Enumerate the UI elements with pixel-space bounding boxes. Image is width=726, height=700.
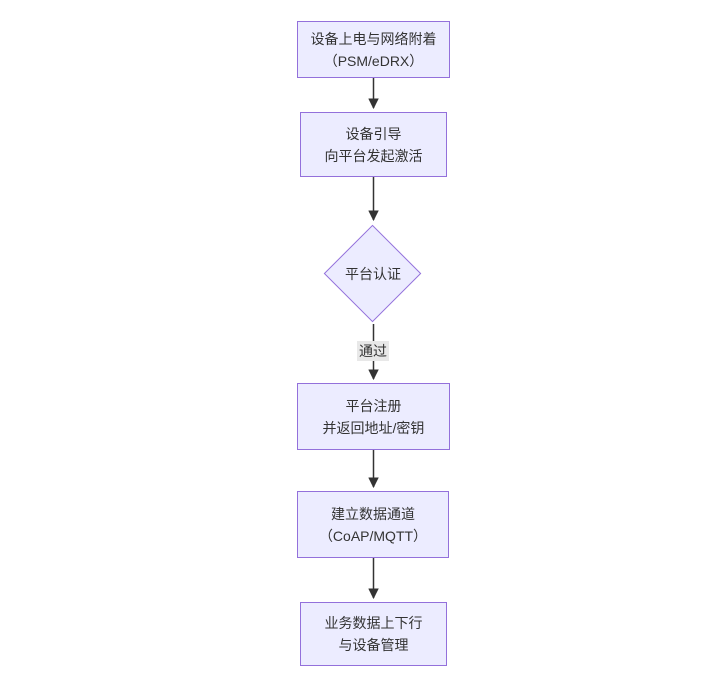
node-platform-register: 平台注册 并返回地址/密钥 [297,383,450,450]
node-device-bootstrap: 设备引导 向平台发起激活 [300,112,447,177]
edge-label-pass: 通过 [357,341,389,361]
node-line: 设备引导 [345,125,402,142]
node-power-network-attach: 设备上电与网络附着 （PSM/eDRX） [297,21,450,78]
node-line: 与设备管理 [338,637,409,653]
node-platform-auth-decision: 平台认证 [323,224,423,324]
node-data-channel: 建立数据通道 （CoAP/MQTT） [297,491,449,558]
node-line: 业务数据上下行 [324,615,423,631]
node-line: 平台注册 [345,397,402,414]
node-business-data: 业务数据上下行 与设备管理 [300,602,447,666]
node-line: 并返回地址/密钥 [322,419,425,436]
node-line: （PSM/eDRX） [323,52,424,69]
node-line: （CoAP/MQTT） [318,527,428,544]
node-line: 向平台发起激活 [324,147,423,164]
node-line: 平台认证 [345,266,401,282]
node-line: 设备上电与网络附着 [310,30,437,47]
node-line: 建立数据通道 [331,505,415,522]
